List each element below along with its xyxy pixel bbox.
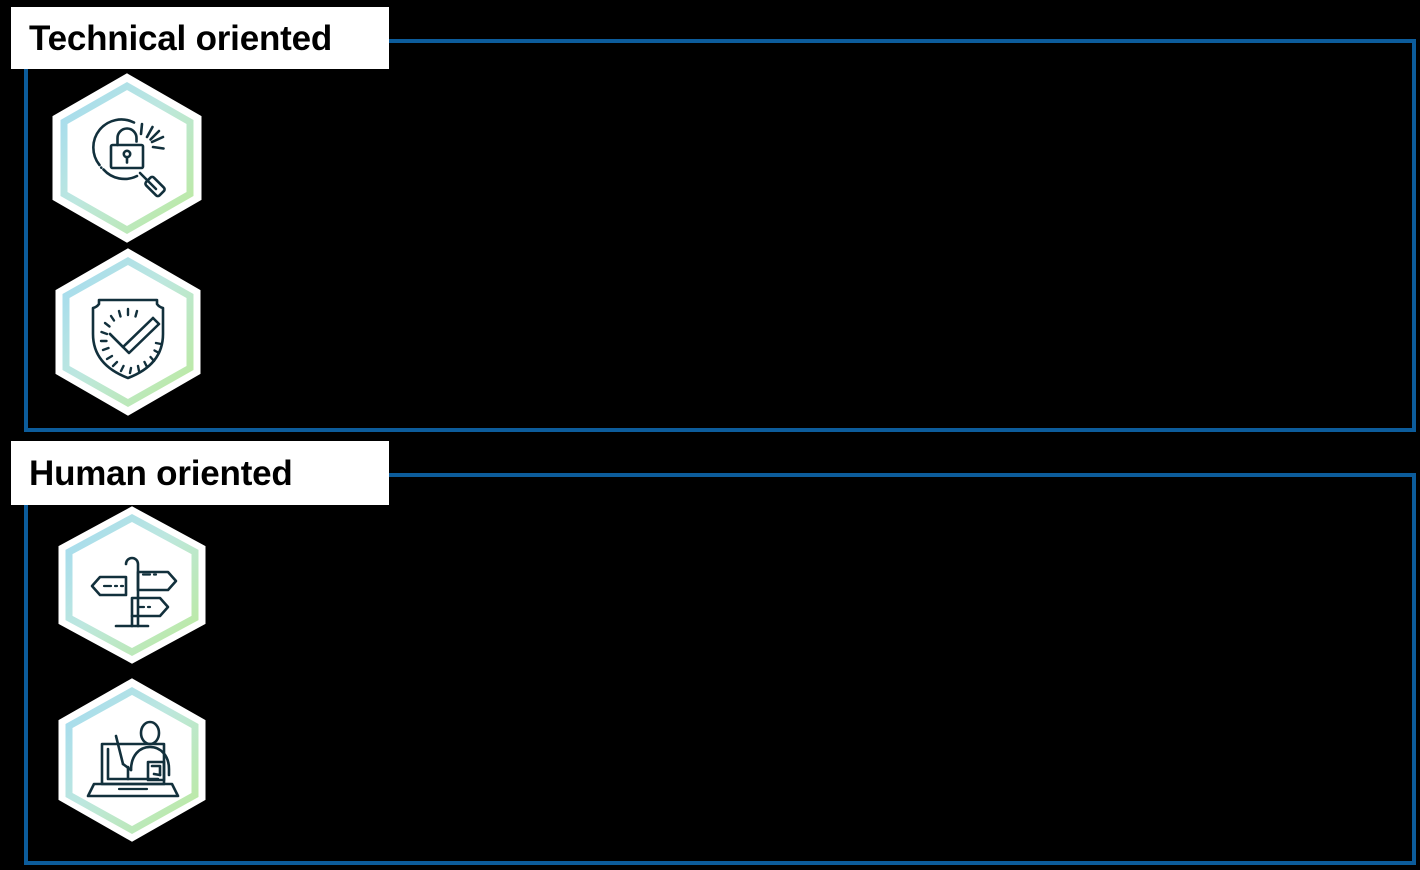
hex-badge-signpost[interactable] — [56, 506, 208, 664]
hex-badge-lock-magnifier[interactable] — [50, 73, 204, 243]
group-frame-human — [24, 473, 1416, 865]
hex-badge-shield-check[interactable] — [53, 248, 203, 416]
group-label-human: Human oriented — [11, 441, 389, 505]
group-label-technical: Technical oriented — [11, 7, 389, 69]
lock-magnifier-icon — [52, 73, 202, 243]
shield-check-icon — [55, 248, 201, 416]
group-frame-technical — [24, 39, 1416, 432]
signpost-icon — [58, 506, 206, 664]
hex-badge-laptop-presenter[interactable] — [56, 678, 208, 842]
laptop-presenter-icon — [58, 678, 206, 842]
